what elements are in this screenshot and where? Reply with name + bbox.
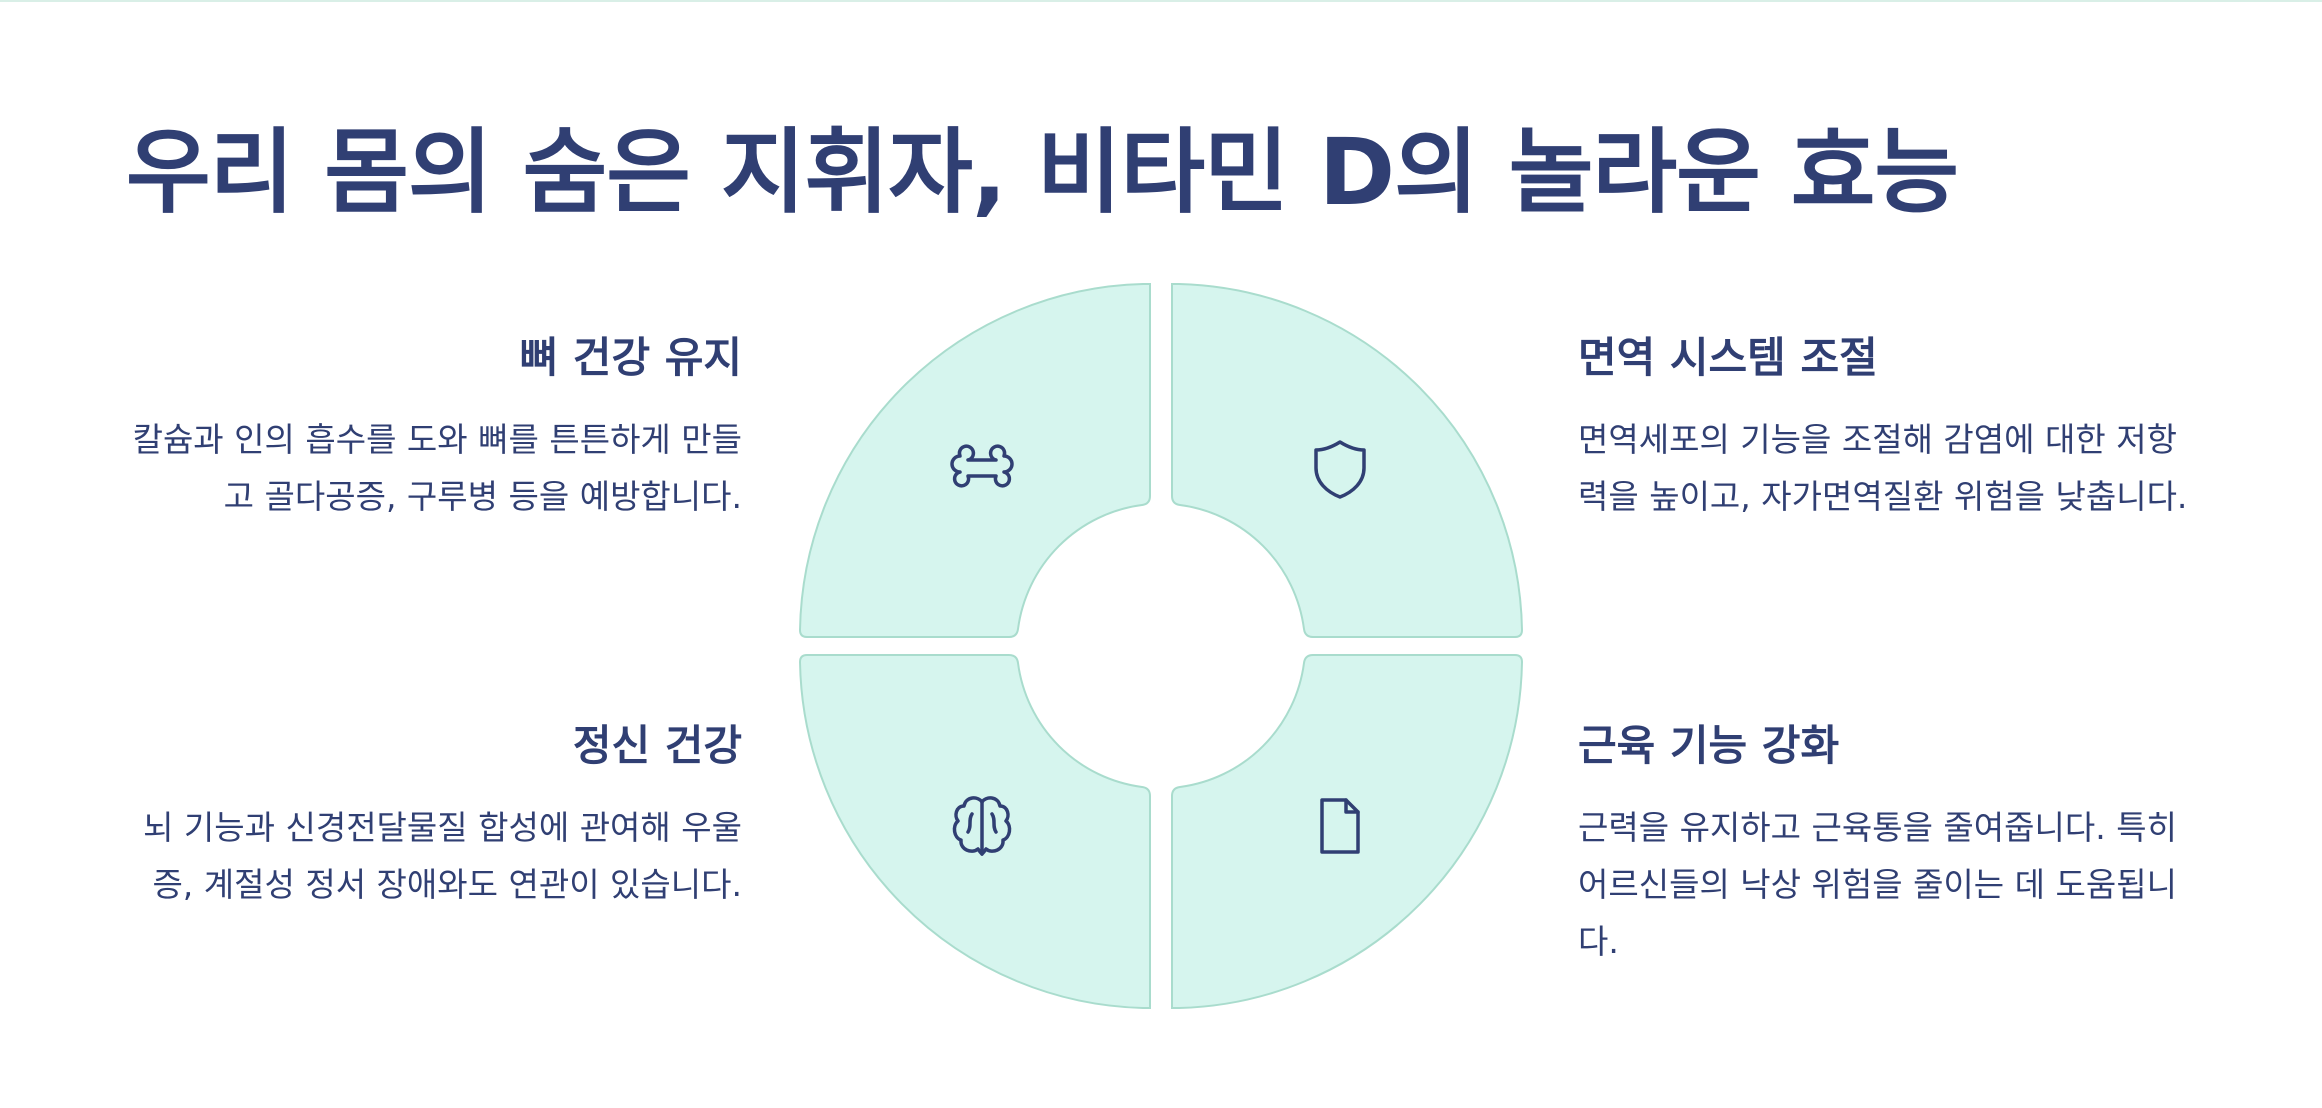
feature-description: 칼슘과 인의 흡수를 도와 뼈를 튼튼하게 만들고 골다공증, 구루병 등을 예… [132, 420, 742, 516]
feature-mental-health: 정신 건강 뇌 기능과 신경전달물질 합성에 관여해 우울증, 계절성 정서 장… [122, 712, 742, 913]
feature-heading: 근육 기능 강화 [1578, 721, 1840, 770]
feature-heading: 뼈 건강 유지 [519, 333, 742, 382]
document-icon [1320, 798, 1360, 854]
feature-heading: 면역 시스템 조절 [1578, 333, 1878, 382]
segment-immune-system[interactable] [1171, 283, 1524, 638]
top-border-line [0, 0, 2322, 2]
shield-icon [1314, 440, 1366, 499]
feature-description: 근력을 유지하고 근육통을 줄여줍니다. 특히 어르신들의 낙상 위험을 줄이는… [1578, 808, 2177, 961]
page-title: 우리 몸의 숨은 지휘자, 비타민 D의 놀라운 효능 [126, 119, 1959, 226]
segment-mental-health[interactable] [798, 654, 1151, 1009]
feature-bone-health: 뼈 건강 유지 칼슘과 인의 흡수를 도와 뼈를 튼튼하게 만들고 골다공증, … [122, 324, 742, 525]
feature-description: 뇌 기능과 신경전달물질 합성에 관여해 우울증, 계절성 정서 장애와도 연관… [143, 808, 742, 904]
bone-icon [950, 444, 1014, 488]
feature-heading: 정신 건강 [572, 721, 742, 770]
feature-description: 면역세포의 기능을 조절해 감염에 대한 저항력을 높이고, 자가면역질환 위험… [1578, 420, 2188, 516]
segment-muscle-function[interactable] [1171, 654, 1524, 1009]
brain-icon [952, 796, 1012, 856]
feature-immune-system: 면역 시스템 조절 면역세포의 기능을 조절해 감염에 대한 저항력을 높이고,… [1578, 324, 2198, 525]
feature-muscle-function: 근육 기능 강화 근력을 유지하고 근육통을 줄여줍니다. 특히 어르신들의 낙… [1578, 712, 2198, 970]
